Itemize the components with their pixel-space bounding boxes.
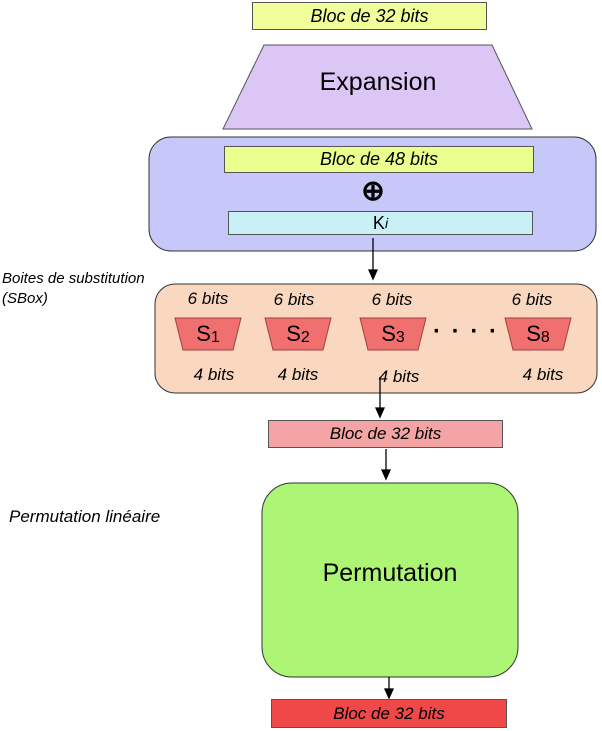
sbox-output-block-32-bits: Bloc de 32 bits: [268, 420, 503, 448]
sbox-1-index: 1: [210, 329, 220, 346]
expansion-label: Expansion: [319, 68, 437, 96]
sbox-1-name: S: [196, 321, 211, 346]
sbox-3-name: S: [381, 321, 396, 346]
sbox-2-shape: [264, 317, 332, 351]
sbox-1-out-bits: 4 bits: [193, 365, 235, 384]
sbox-3-shape: [359, 317, 427, 351]
sbox-2-in-bits: 6 bits: [273, 290, 315, 309]
sbox-3-in-bits: 6 bits: [371, 290, 413, 309]
permutation-caption: Permutation linéaire: [9, 507, 161, 526]
sbox-2-out-bits: 4 bits: [277, 365, 319, 384]
sbox-8-out-bits: 4 bits: [522, 365, 564, 384]
sbox-8-in-bits: 6 bits: [511, 290, 553, 309]
xor-icon: ⊕: [361, 175, 385, 206]
sbox-2-index: 2: [300, 329, 310, 346]
sbox-1-in-bits: 6 bits: [187, 289, 229, 308]
sbox-3-index: 3: [395, 329, 405, 346]
sbox-8-name: S: [526, 321, 541, 346]
expansion-trapezoid: [222, 44, 533, 130]
sbox-2-name: S: [286, 321, 301, 346]
sbox-caption: Boites de substitution (SBox): [2, 269, 145, 309]
permutation-label: Permutation: [322, 559, 458, 587]
sbox-3-out-bits: 4 bits: [378, 367, 420, 386]
sbox-1-shape: [174, 317, 242, 351]
key-subscript: i: [384, 215, 389, 231]
block-48-bits: Bloc de 48 bits: [224, 146, 534, 173]
key-base: K: [372, 212, 385, 233]
sbox-ellipsis: · · · ·: [433, 318, 499, 345]
sbox-caption-line-2: (SBox): [2, 290, 48, 307]
sbox-caption-line-1: Boites de substitution: [2, 270, 145, 287]
output-block-32-bits: Bloc de 32 bits: [271, 699, 507, 728]
sbox-8-shape: [504, 317, 572, 351]
input-block-32-bits: Bloc de 32 bits: [252, 2, 487, 30]
sbox-8-index: 8: [540, 329, 550, 346]
permutation-box: [261, 482, 519, 678]
